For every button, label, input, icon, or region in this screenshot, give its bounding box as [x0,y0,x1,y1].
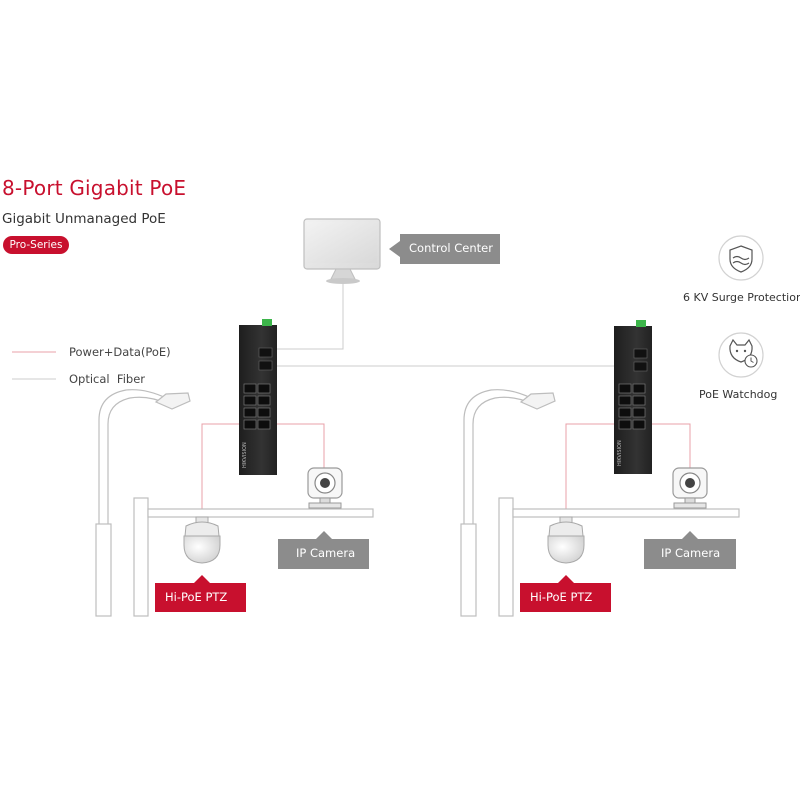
page-title: 8-Port Gigabit PoE [2,176,187,200]
platform-left [133,497,374,617]
series-badge: Pro-Series [3,236,69,254]
street-lamp-left [95,389,191,617]
surge-protection-label: 6 KV Surge Protection [683,291,800,304]
legend-poe-label: Power+Data(PoE) [69,345,171,359]
page-subtitle: Gigabit Unmanaged PoE [2,211,166,227]
ip-camera-tag-left-shape [278,531,369,569]
fiber-links [277,284,614,367]
switch-brand-left: HIKVISION [242,442,248,468]
control-center-tag-shape [389,234,500,264]
control-center-monitor [303,218,381,284]
poe-switch-left: HIKVISION [239,319,277,475]
legend-fiber-label: Optical Fiber [69,372,146,386]
ptz-camera-left [183,516,221,564]
watchdog-label: PoE Watchdog [699,388,778,401]
control-center-label: Control Center [409,241,493,255]
ptz-label-right: Hi-PoE PTZ [530,590,593,604]
ip-camera-left [307,467,343,509]
street-lamp-right [460,389,556,617]
watchdog-icon [718,332,764,378]
ptz-tag-right-shape [520,575,611,612]
ptz-label-left: Hi-PoE PTZ [165,590,228,604]
platform-right [498,497,740,617]
switch-brand-right: HIKVISION [617,440,623,466]
ip-camera-label-right: IP Camera [661,546,721,560]
ip-camera-tag-right-shape [644,531,736,569]
ptz-camera-right [547,516,585,564]
ip-camera-right [672,467,708,509]
surge-protection-icon [718,235,764,281]
ip-camera-label-left: IP Camera [296,546,356,560]
poe-switch-right: HIKVISION [614,320,652,474]
ptz-tag-left-shape [155,575,246,612]
